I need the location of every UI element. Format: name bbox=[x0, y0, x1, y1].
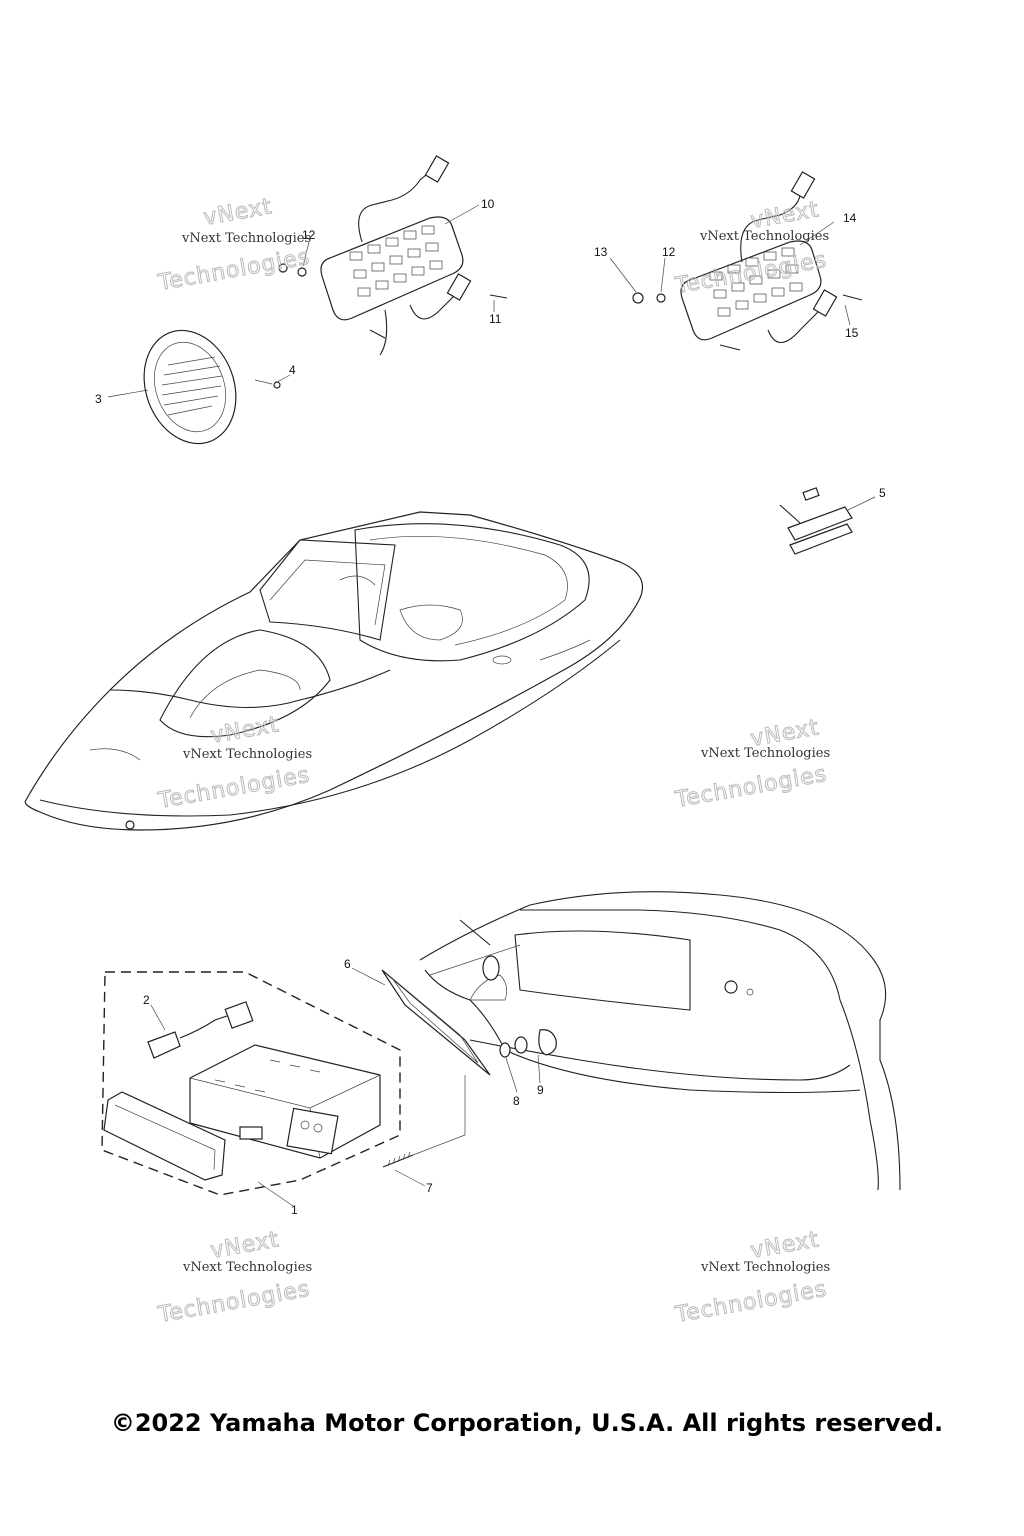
svg-text:vNext Technologies: vNext Technologies bbox=[182, 1260, 312, 1275]
radio-bezel bbox=[381, 969, 491, 1135]
radio-assembly bbox=[101, 971, 401, 1196]
callout-13: 13 bbox=[594, 245, 608, 259]
callout-10: 10 bbox=[481, 197, 495, 211]
watermark-top-left: vNext vNext Technologies Technologies bbox=[155, 194, 312, 297]
switch-panel-right bbox=[632, 171, 863, 351]
svg-text:Technologies: Technologies bbox=[156, 245, 312, 296]
callout-11: 11 bbox=[489, 312, 502, 326]
svg-text:vNext: vNext bbox=[202, 194, 275, 231]
callout-7: 7 bbox=[426, 1181, 433, 1195]
dashboard-cutaway bbox=[419, 891, 901, 1191]
callout-6: 6 bbox=[344, 957, 351, 971]
speaker-grille bbox=[143, 329, 281, 445]
callout-12-left: 12 bbox=[302, 228, 316, 242]
svg-text:vNext Technologies: vNext Technologies bbox=[182, 747, 312, 762]
callout-4: 4 bbox=[289, 363, 296, 377]
copyright-notice: ©2022 Yamaha Motor Corporation, U.S.A. A… bbox=[110, 1409, 944, 1437]
svg-text:vNext Technologies: vNext Technologies bbox=[700, 1260, 830, 1275]
leader-lines bbox=[107, 204, 876, 1207]
callout-14: 14 bbox=[843, 211, 857, 225]
watermark-bottom-right: vNext vNext Technologies Technologies bbox=[672, 1227, 830, 1329]
harness-part bbox=[779, 487, 853, 555]
callout-8: 8 bbox=[513, 1094, 520, 1108]
callout-12-right: 12 bbox=[662, 245, 676, 259]
callout-9: 9 bbox=[537, 1083, 544, 1097]
callout-1: 1 bbox=[291, 1203, 298, 1217]
svg-text:Technologies: Technologies bbox=[673, 762, 829, 813]
watermark-bottom-left: vNext vNext Technologies Technologies bbox=[155, 1227, 312, 1329]
svg-text:vNext: vNext bbox=[209, 1227, 282, 1264]
callout-2: 2 bbox=[143, 993, 150, 1007]
boat-illustration bbox=[24, 511, 644, 831]
screw-7 bbox=[382, 1134, 466, 1168]
svg-text:vNext Technologies: vNext Technologies bbox=[181, 231, 311, 246]
svg-text:vNext Technologies: vNext Technologies bbox=[699, 229, 829, 244]
callout-labels: 10 12 11 14 13 12 15 3 4 5 6 2 8 9 7 1 bbox=[95, 197, 886, 1217]
washer-nut bbox=[499, 1029, 557, 1058]
callout-15: 15 bbox=[845, 326, 859, 340]
watermark-middle-right: vNext vNext Technologies Technologies bbox=[672, 715, 830, 814]
callout-3: 3 bbox=[95, 392, 102, 406]
callout-5: 5 bbox=[879, 486, 886, 500]
svg-text:Technologies: Technologies bbox=[156, 1277, 312, 1328]
switch-panel-left bbox=[278, 155, 508, 356]
svg-text:Technologies: Technologies bbox=[673, 1277, 829, 1328]
svg-text:vNext Technologies: vNext Technologies bbox=[700, 746, 830, 761]
svg-text:vNext: vNext bbox=[749, 1227, 822, 1264]
